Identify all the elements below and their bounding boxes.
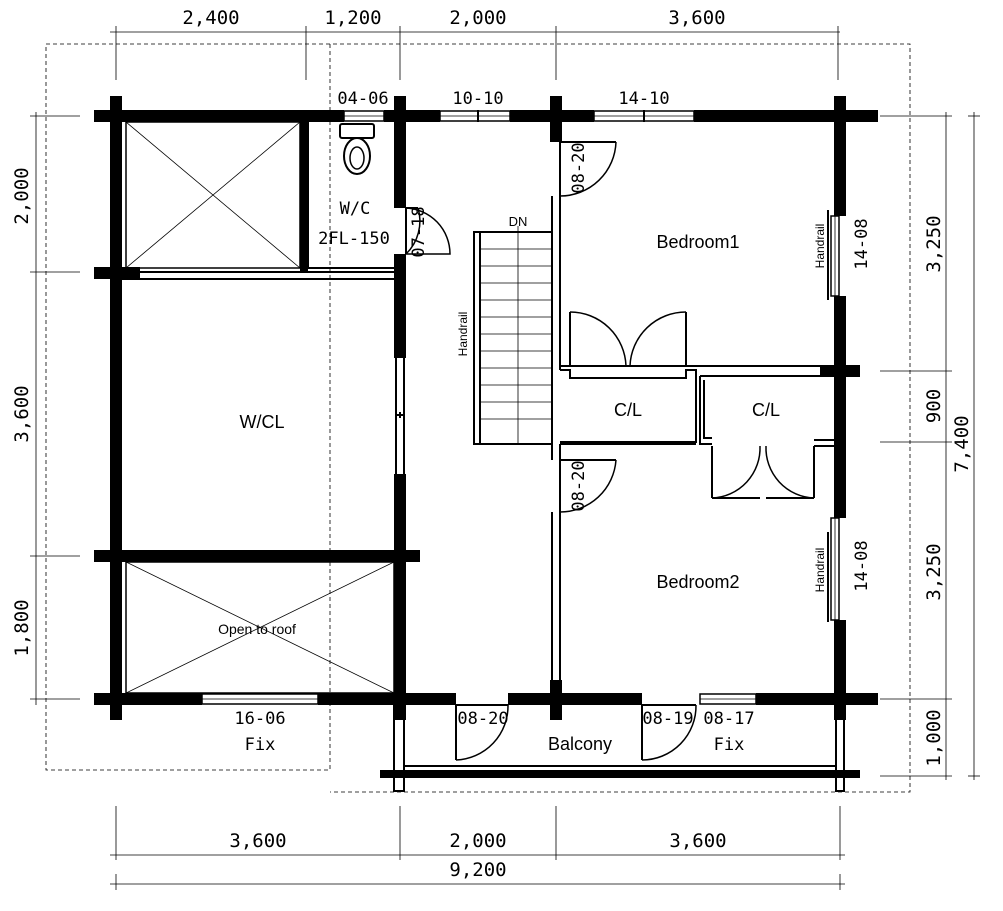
dim-bottom-3: 3,600 — [669, 830, 726, 852]
dim-right-2: 900 — [923, 389, 945, 423]
room-label-open-to-roof: Open to roof — [218, 621, 296, 637]
opening-label-1408-bed2: 14-08 — [852, 540, 872, 591]
door-0819 — [641, 704, 697, 761]
windows — [201, 110, 840, 705]
opening-label-1606-fix: Fix — [245, 735, 276, 755]
window-1408-bed2 — [830, 517, 840, 621]
roof-outline — [45, 43, 911, 793]
handrail-label-bedroom1: Handrail — [813, 224, 827, 269]
opening-label-0718: 07-18 — [409, 206, 429, 257]
partitions — [122, 121, 845, 792]
dimension-lines — [30, 26, 980, 890]
dim-bottom-2: 2,000 — [449, 830, 506, 852]
opening-label-1408-bed1: 14-08 — [852, 218, 872, 269]
room-labels: W/C 2FL-150 W/CL Bedroom1 Bedroom2 C/L C… — [218, 199, 780, 754]
door-0820-bed2 — [559, 459, 617, 513]
dim-bottom-total: 9,200 — [449, 859, 506, 881]
void-marks — [125, 121, 395, 694]
room-label-bedroom2: Bedroom2 — [656, 572, 739, 592]
opening-label-0406: 04-06 — [337, 89, 388, 109]
room-label-closet1: C/L — [614, 400, 642, 420]
handrail-label-bedroom2: Handrail — [813, 548, 827, 593]
dim-right-total: 7,400 — [951, 415, 973, 472]
dim-right-1: 3,250 — [923, 215, 945, 272]
dim-top-3: 2,000 — [449, 7, 506, 29]
opening-label-1410: 14-10 — [618, 89, 669, 109]
dim-left-1: 2,000 — [11, 167, 33, 224]
opening-label-0820-bed2: 08-20 — [569, 460, 589, 511]
window-1408-bed1 — [830, 215, 840, 297]
opening-labels: 04-06 10-10 14-10 08-20 07-18 14-08 14-0… — [234, 89, 872, 755]
door-closet-bed1 — [569, 311, 687, 367]
room-label-closet2: C/L — [752, 400, 780, 420]
dim-bottom-1: 3,600 — [229, 830, 286, 852]
dim-left-3: 1,800 — [11, 599, 33, 656]
dimension-labels: 2,400 1,200 2,000 3,600 3,600 2,000 3,60… — [11, 7, 973, 881]
door-closet-bed2 — [711, 445, 815, 499]
room-label-wc: W/C — [340, 199, 371, 219]
doors — [405, 141, 815, 761]
dim-top-1: 2,400 — [182, 7, 239, 29]
door-0820-balcony — [455, 704, 509, 761]
handrail-label-stair: Handrail — [456, 312, 470, 357]
opening-label-0817-fix: Fix — [714, 735, 745, 755]
room-label-wc-floor: 2FL-150 — [318, 229, 390, 249]
window-1606 — [201, 693, 319, 705]
handrail-labels: Handrail Handrail Handrail — [456, 224, 827, 593]
stairs — [473, 226, 553, 445]
opening-label-0819: 08-19 — [642, 709, 693, 729]
window-1410-top — [593, 110, 695, 122]
dim-top-2: 1,200 — [324, 7, 381, 29]
window-0406 — [343, 110, 385, 122]
room-label-bedroom1: Bedroom1 — [656, 232, 739, 252]
dim-right-4: 1,000 — [923, 709, 945, 766]
opening-label-0817: 08-17 — [703, 709, 754, 729]
room-label-walk-in-closet: W/CL — [240, 412, 285, 432]
opening-label-0820-balcony: 08-20 — [457, 709, 508, 729]
window-0817 — [699, 693, 757, 705]
opening-label-1010: 10-10 — [452, 89, 503, 109]
window-1010 — [439, 110, 511, 122]
stairs-down-label: DN — [509, 214, 528, 229]
dim-left-2: 3,600 — [11, 385, 33, 442]
toilet-icon — [339, 123, 375, 175]
dim-top-4: 3,600 — [668, 7, 725, 29]
walls — [94, 96, 878, 778]
room-label-balcony: Balcony — [548, 734, 612, 754]
door-0820-bed1 — [559, 141, 617, 197]
dim-right-3: 3,250 — [923, 543, 945, 600]
door-0718 — [405, 207, 451, 255]
opening-label-0820-bed1: 08-20 — [569, 142, 589, 193]
opening-label-1606: 16-06 — [234, 709, 285, 729]
